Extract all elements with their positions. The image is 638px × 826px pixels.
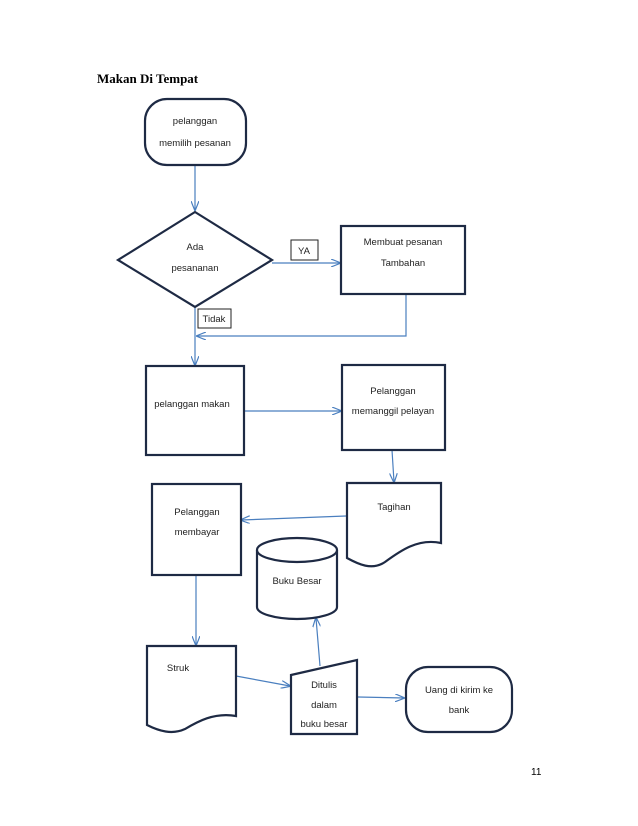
node-call-waiter: Pelanggan memanggil pelayan — [340, 363, 447, 452]
arrow-record-to-ledger — [316, 618, 320, 667]
node-ledger-line1: Buku Besar — [272, 576, 321, 587]
node-extra-order-line2: Tambahan — [381, 258, 425, 269]
node-decision: Ada pesananan — [115, 210, 275, 309]
node-bill-line1: Tagihan — [377, 502, 410, 513]
node-record: Ditulis dalam buku besar — [289, 658, 359, 736]
node-record-line3: buku besar — [300, 719, 347, 730]
node-bill: Tagihan — [345, 481, 443, 568]
node-receipt: Struk — [145, 644, 238, 734]
node-extra-order-line1: Membuat pesanan — [364, 237, 443, 248]
node-record-line2: dalam — [311, 700, 337, 711]
node-bank: Uang di kirim ke bank — [404, 665, 514, 734]
node-start-line2: memilih pesanan — [159, 138, 231, 149]
node-pay: Pelanggan membayar — [150, 482, 243, 577]
node-eating-line1: pelanggan makan — [154, 399, 230, 410]
node-eating: pelanggan makan — [144, 364, 246, 457]
arrow-call-to-bill — [392, 449, 394, 482]
arrow-bill-to-pay — [241, 515, 347, 520]
node-pay-line1: Pelanggan — [174, 507, 219, 518]
node-pay-line2: membayar — [175, 527, 220, 538]
node-record-line1: Ditulis — [311, 680, 337, 691]
node-call-waiter-line2: memanggil pelayan — [352, 406, 434, 417]
arrow-record-to-bank — [357, 697, 404, 698]
node-decision-line1: Ada — [187, 242, 205, 253]
node-extra-order: Membuat pesanan Tambahan — [339, 224, 467, 296]
connectors — [195, 165, 407, 698]
node-bank-line2: bank — [449, 705, 470, 716]
page-number: 11 — [531, 767, 542, 778]
node-start-line1: pelanggan — [173, 116, 217, 127]
edge-label-no-text: Tidak — [203, 314, 226, 325]
node-start: pelanggan memilih pesanan — [143, 97, 248, 167]
edge-label-yes-text: YA — [298, 246, 311, 257]
arrow-extra-order-return — [197, 294, 407, 336]
arrow-receipt-to-record — [235, 675, 290, 686]
page-title: Makan Di Tempat — [97, 71, 199, 86]
edge-label-yes: YA — [290, 239, 319, 261]
node-call-waiter-line1: Pelanggan — [370, 386, 415, 397]
node-bank-line1: Uang di kirim ke — [425, 685, 493, 696]
node-ledger: Buku Besar — [255, 536, 339, 621]
edge-label-no: Tidak — [197, 308, 232, 329]
node-receipt-line1: Struk — [167, 663, 189, 674]
node-decision-line2: pesananan — [171, 263, 218, 274]
